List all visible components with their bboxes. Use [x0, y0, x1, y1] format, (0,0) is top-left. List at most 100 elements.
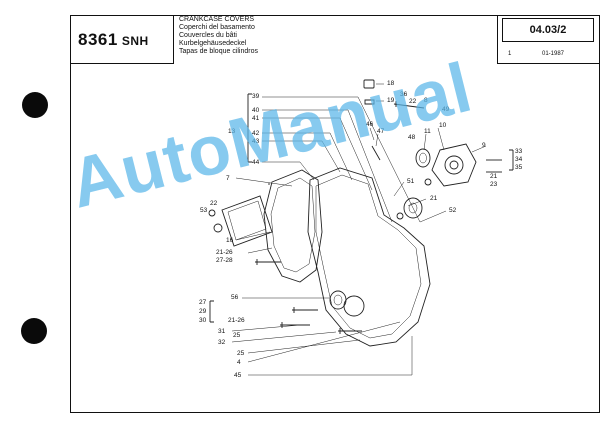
bolt-c [280, 322, 310, 328]
callout-47: 47 [377, 128, 385, 135]
callout-33: 33 [515, 148, 523, 155]
leader-2126a [247, 247, 273, 254]
leader-7 [235, 177, 293, 187]
leader-52 [419, 210, 447, 223]
callout-49: 49 [442, 106, 450, 113]
reference-box: 04.03/2 1 01-1987 [497, 15, 600, 64]
callout-27-28: 27-28 [216, 257, 233, 264]
callout-44: 44 [252, 159, 260, 166]
callout-4: 4 [237, 359, 241, 366]
callout-29: 29 [199, 308, 207, 315]
oil-seal [415, 148, 431, 168]
callout-21-mid: 21 [430, 195, 438, 202]
leader-31 [231, 324, 301, 332]
oil-seal-inner [419, 152, 427, 164]
leader-39 [262, 96, 421, 223]
callout-45: 45 [234, 372, 242, 379]
callout-52: 52 [449, 207, 457, 214]
leader-46 [369, 127, 375, 141]
callout-48: 48 [408, 134, 416, 141]
plug-b [208, 209, 216, 217]
gasket-plate-inner [227, 200, 267, 241]
section-titles: CRANKCASE COVERS Coperchi del basamento … [179, 16, 258, 56]
callout-35: 35 [515, 164, 523, 171]
callout-21-26-upper: 21-26 [216, 249, 233, 256]
callout-40: 40 [252, 107, 260, 114]
page-code: 04.03/2 [502, 18, 594, 42]
crank-seal-inner [333, 294, 343, 306]
callout-19: 19 [387, 97, 395, 104]
callout-18: 18 [387, 80, 395, 87]
callout-42: 42 [252, 130, 260, 137]
binder-hole-top [22, 92, 48, 118]
filler-cap [363, 79, 375, 89]
model-number-text: 8361 [78, 30, 118, 49]
callout-bracket-left [247, 93, 252, 163]
main-cover-flange [315, 174, 422, 339]
leader-42 [262, 132, 353, 181]
binder-hole-bottom [21, 318, 47, 344]
model-suffix: SNH [121, 34, 149, 48]
plug-c [424, 178, 432, 186]
callout-21-right: 21 [490, 173, 498, 180]
title-english: CRANKCASE COVERS [179, 16, 255, 23]
gasket-plate [221, 195, 273, 247]
callout-16: 16 [226, 237, 234, 244]
callout-7: 7 [226, 175, 230, 182]
leader-47 [375, 133, 379, 147]
leader-51 [393, 181, 405, 197]
callout-43: 43 [252, 138, 260, 145]
bolt-b [292, 307, 318, 313]
callout-53: 53 [200, 207, 208, 214]
callout-bracket-33-35 [509, 149, 514, 171]
callout-25-bottom: 25 [237, 350, 245, 357]
leader-45 [248, 336, 413, 376]
bushing-inner [408, 202, 418, 214]
title-spanish: Tapas de bloque cilindros [179, 48, 258, 56]
callout-39: 39 [252, 93, 260, 100]
leader-11 [423, 133, 427, 151]
callout-31: 31 [218, 328, 226, 335]
leader-4 [247, 321, 401, 363]
leader-43 [262, 140, 341, 173]
callout-bracket-27-30 [209, 300, 214, 323]
filler-cap-washer [364, 99, 375, 105]
bolt-h [371, 145, 381, 161]
callout-22-top: 22 [409, 98, 417, 105]
callout-22-left: 22 [210, 200, 218, 207]
leader-32 [231, 331, 337, 343]
callout-36: 36 [400, 91, 408, 98]
leader-21b [407, 198, 427, 207]
callout-51: 51 [407, 178, 415, 185]
flange-bore [449, 160, 459, 170]
leader-41 [262, 117, 373, 191]
page-frame [70, 15, 600, 413]
leader-9 [471, 145, 487, 153]
callout-10: 10 [439, 122, 447, 129]
title-italian: Coperchi del basamento [179, 24, 255, 32]
plug-d [396, 212, 404, 220]
leader-44 [262, 161, 315, 181]
callout-21-26-lower: 21-26 [228, 317, 245, 324]
callout-13: 13 [228, 128, 236, 135]
timing-cover-inner [270, 177, 316, 273]
callout-34: 34 [515, 156, 523, 163]
callout-46: 46 [366, 121, 374, 128]
leader-25b [247, 339, 361, 354]
callout-30: 30 [199, 317, 207, 324]
callout-27: 27 [199, 299, 207, 306]
crank-bore [343, 295, 365, 317]
flange-plate [431, 143, 477, 187]
main-cover-outline [307, 167, 431, 347]
callout-32: 32 [218, 339, 226, 346]
bolt-a [255, 259, 281, 265]
timing-cover-outline [263, 169, 323, 283]
callout-23: 23 [490, 181, 498, 188]
callout-9: 9 [482, 142, 486, 149]
bushing [403, 197, 423, 219]
callout-8: 8 [424, 97, 428, 104]
sheet-number: 1 [508, 51, 512, 57]
leader-10 [437, 127, 445, 151]
